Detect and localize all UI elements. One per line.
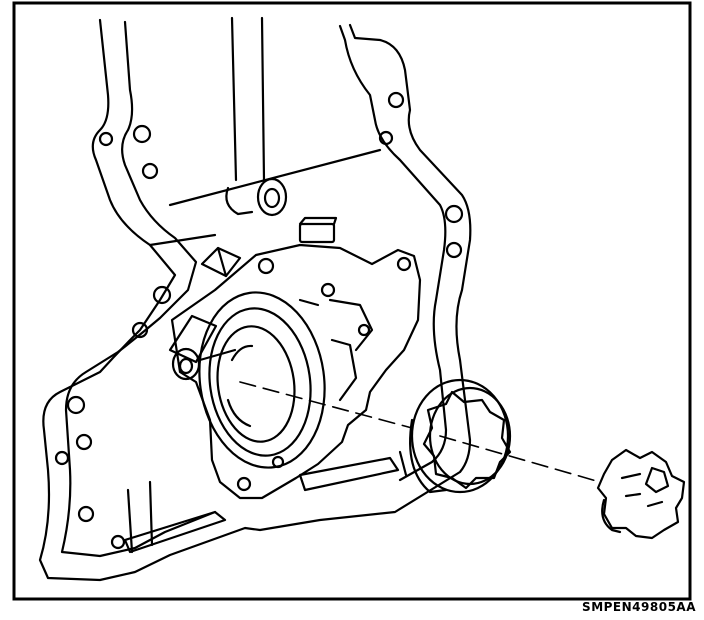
alignment-center-line [239, 381, 601, 483]
oil-pump-housing [170, 243, 422, 500]
figure-code: SMPEN49805AA [582, 600, 696, 614]
retaining-bolt [168, 314, 218, 381]
outer-rotor [409, 378, 512, 494]
front-cover [38, 16, 472, 582]
dowel-pin [200, 216, 338, 278]
inner-rotor [596, 448, 686, 540]
figure-border [12, 1, 692, 601]
